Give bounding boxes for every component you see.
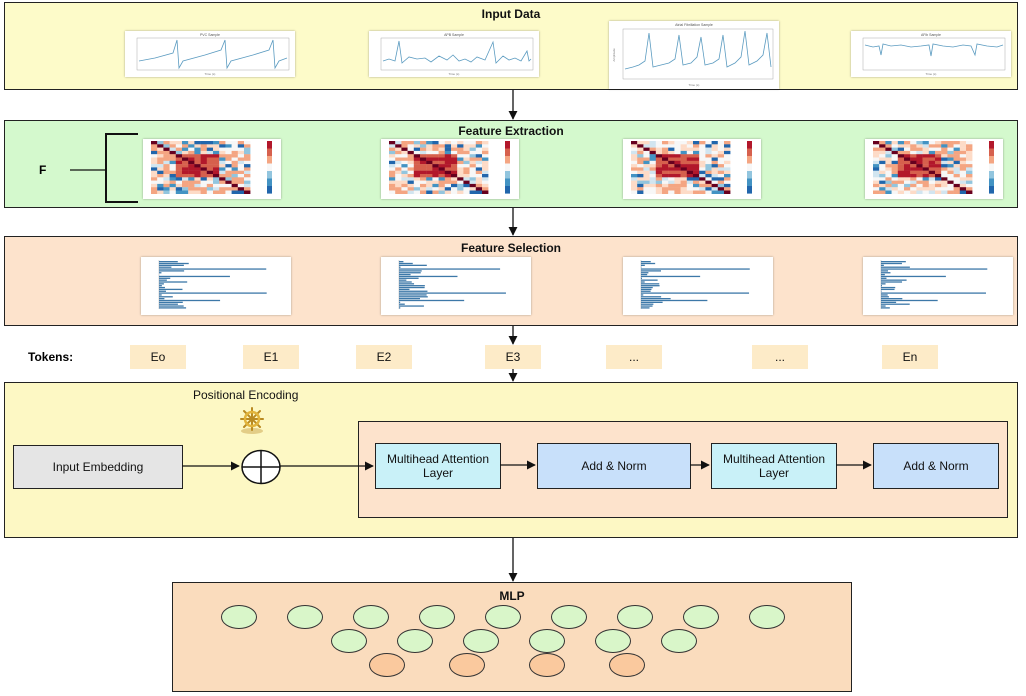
mlp-title: MLP bbox=[499, 589, 525, 603]
afib-sample-plot: AFib Sample Time (s) bbox=[851, 31, 1011, 77]
add-norm-box: Add & Norm bbox=[873, 443, 999, 489]
token-e2: E2 bbox=[356, 345, 412, 369]
feature-bracket-label: F bbox=[39, 163, 47, 177]
heatmap-graphic bbox=[631, 141, 752, 194]
mlp-hidden-node bbox=[749, 605, 785, 629]
mlp-output-node bbox=[609, 653, 645, 677]
mlp-hidden-node bbox=[353, 605, 389, 629]
mlp-hidden-node bbox=[397, 629, 433, 653]
afib-signal-line bbox=[624, 30, 772, 70]
mlp-panel: MLP bbox=[172, 582, 852, 692]
mlp-hidden-node bbox=[529, 629, 565, 653]
feature-importance-plot bbox=[623, 257, 773, 315]
positional-encoding-label: Positional Encoding bbox=[193, 388, 299, 402]
pvc-sample-plot: PVC Sample Time (s) bbox=[125, 31, 295, 77]
heatmap-graphic bbox=[389, 141, 510, 194]
mlp-hidden-node bbox=[485, 605, 521, 629]
feature-extraction-panel: Feature Extraction F bbox=[4, 120, 1018, 208]
token-ellipsis: ... bbox=[606, 345, 662, 369]
transformer-encoder-panel: Positional Encoding Input Embedding Mult… bbox=[4, 382, 1018, 538]
feature-importance-plot bbox=[863, 257, 1013, 315]
feature-importance-plot bbox=[141, 257, 291, 315]
atrial-fibrillation-sample-plot: Atrial Fibrillation Sample Amplitude Tim… bbox=[609, 21, 779, 89]
add-norm-box: Add & Norm bbox=[537, 443, 691, 489]
mlp-hidden-node bbox=[419, 605, 455, 629]
plot-xlabel: Time (s) bbox=[205, 72, 216, 76]
token-e1: E1 bbox=[243, 345, 299, 369]
pvc-signal-line bbox=[138, 39, 288, 70]
bar-graphic bbox=[398, 260, 506, 309]
plot-xlabel: Time (s) bbox=[449, 72, 460, 76]
bar-graphic bbox=[640, 260, 750, 309]
correlation-heatmap bbox=[381, 139, 519, 199]
mlp-hidden-node bbox=[617, 605, 653, 629]
bar-graphic bbox=[158, 260, 267, 309]
correlation-heatmap bbox=[143, 139, 281, 199]
token-e3: E3 bbox=[485, 345, 541, 369]
mlp-hidden-node bbox=[221, 605, 257, 629]
correlation-heatmap bbox=[865, 139, 1003, 199]
mlp-output-node bbox=[529, 653, 565, 677]
mlp-hidden-node bbox=[551, 605, 587, 629]
input-data-title: Input Data bbox=[481, 7, 541, 21]
feature-selection-title: Feature Selection bbox=[460, 241, 562, 255]
plot-xlabel: Time (s) bbox=[689, 83, 700, 87]
plot-xlabel: Time (s) bbox=[926, 72, 937, 76]
heatmap-graphic bbox=[151, 141, 272, 194]
mlp-output-node bbox=[369, 653, 405, 677]
bar-graphic bbox=[880, 260, 988, 309]
mlp-hidden-node bbox=[287, 605, 323, 629]
afib2-signal-line bbox=[864, 43, 1004, 57]
apb-sample-plot: APB Sample Time (s) bbox=[369, 31, 539, 77]
plot-ylabel: Amplitude bbox=[612, 48, 616, 62]
multihead-attention-box: Multihead Attention Layer bbox=[711, 443, 837, 489]
correlation-heatmap bbox=[623, 139, 761, 199]
mlp-nodes bbox=[173, 583, 851, 691]
mlp-hidden-node bbox=[661, 629, 697, 653]
input-data-panel: Input Data PVC Sample Time (s) APB Sampl… bbox=[4, 2, 1018, 90]
mlp-hidden-node bbox=[331, 629, 367, 653]
plot-title: Atrial Fibrillation Sample bbox=[675, 23, 713, 27]
ship-wheel-icon bbox=[237, 405, 267, 435]
plot-title: PVC Sample bbox=[200, 33, 220, 37]
token-en: En bbox=[882, 345, 938, 369]
feature-extraction-title: Feature Extraction bbox=[458, 124, 564, 138]
plot-title: AFib Sample bbox=[921, 33, 941, 37]
circle-plus-icon bbox=[241, 449, 281, 485]
mlp-hidden-node bbox=[595, 629, 631, 653]
tokens-label: Tokens: bbox=[28, 350, 74, 364]
heatmap-graphic bbox=[873, 141, 994, 194]
multihead-attention-box: Multihead Attention Layer bbox=[375, 443, 501, 489]
input-embedding-box: Input Embedding bbox=[13, 445, 183, 489]
token-ellipsis: ... bbox=[752, 345, 808, 369]
plot-title: APB Sample bbox=[444, 33, 464, 37]
feature-selection-panel: Feature Selection bbox=[4, 236, 1018, 326]
mlp-hidden-node bbox=[683, 605, 719, 629]
token-e0: Eo bbox=[130, 345, 186, 369]
feature-importance-plot bbox=[381, 257, 531, 315]
apb-signal-line bbox=[382, 40, 532, 64]
mlp-output-node bbox=[449, 653, 485, 677]
mlp-hidden-node bbox=[463, 629, 499, 653]
